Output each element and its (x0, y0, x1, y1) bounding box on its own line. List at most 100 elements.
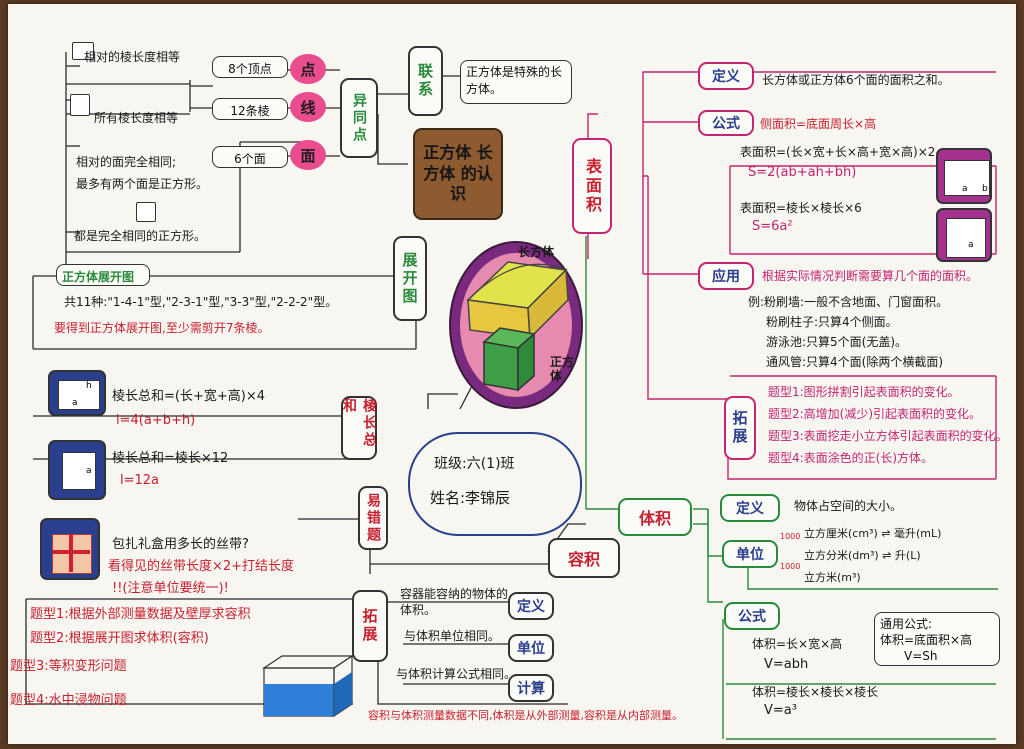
surface-side-formula: 侧面积=底面周长×高 (760, 117, 877, 131)
ext2-t3: 题型3:等积变形问题 (10, 659, 127, 674)
volume-u2: 立方分米(dm³) ⇌ 升(L) (804, 549, 921, 562)
relation-node: 联系 (408, 46, 443, 116)
general-1: 体积=底面积×高 (880, 633, 973, 648)
surface-formula-node: 公式 (698, 110, 754, 136)
faces-box: 6个面 (212, 146, 288, 168)
surface-app: 根据实际情况判断需要算几个面的面积。 (762, 269, 979, 283)
water-tank-icon (262, 654, 354, 718)
edge-sum-f1b: l=4(a+b+h) (116, 413, 196, 428)
surface-f2: 表面积=棱长×棱长×6 (740, 201, 862, 215)
icon-h-label: h (86, 381, 92, 391)
mistake-line3: !!(注意单位要统一)! (112, 581, 229, 596)
vertices-box: 8个顶点 (212, 56, 288, 78)
icon-a-label-2: a (86, 466, 92, 476)
icon-a-label: a (72, 398, 78, 408)
volume-f2: 体积=棱长×棱长×棱长 (752, 685, 879, 699)
ext1-t4: 题型4:表面涂色的正(长)方体。 (768, 451, 934, 465)
face-note-1: 相对的面完全相同; (76, 155, 177, 169)
cube-label: 正方体 (550, 355, 575, 383)
student-cloud (408, 432, 582, 536)
capacity-def-node: 定义 (508, 592, 554, 620)
net-node: 展开图 (393, 236, 427, 321)
surface-app-node: 应用 (698, 262, 754, 290)
capacity-calc-node: 计算 (508, 674, 554, 702)
volume-node: 体积 (618, 498, 692, 536)
face-note-2: 最多有两个面是正方形。 (76, 177, 209, 191)
surface-node: 表面积 (572, 138, 612, 234)
general-formula-box: 通用公式: 体积=底面积×高 V=Sh (874, 612, 1000, 666)
mistake-line1: 包扎礼盒用多长的丝带? (112, 537, 249, 552)
surface-cuboid-icon: a b (936, 148, 992, 204)
capacity-calc: 与体积计算公式相同。 (396, 667, 517, 681)
surface-ex3: 通风管:只算4个面(除两个横截面) (766, 355, 944, 369)
surface-ex2: 游泳池:只算5个面(无盖)。 (766, 335, 908, 349)
net-title: 正方体展开图 (56, 264, 150, 286)
volume-f2b: V=a³ (764, 703, 797, 718)
net-types: 共11种:"1-4-1"型,"2-3-1"型,"3-3"型,"2-2-2"型。 (64, 295, 338, 309)
volume-unit-node: 单位 (722, 540, 778, 568)
student-class: 班级:六(1)班 (434, 456, 515, 472)
surface-f1: 表面积=(长×宽+长×高+宽×高)×2 (740, 145, 936, 159)
cuboid-label: 长方体 (518, 245, 555, 259)
unit-rate-1: 1000 (780, 532, 801, 541)
similar-diff-node: 异同点 (340, 78, 378, 158)
volume-formula-node: 公式 (724, 602, 780, 630)
edge-sum-f1: 棱长总和=(长+宽+高)×4 (112, 389, 265, 404)
edge-sum-f2: 棱长总和=棱长×12 (112, 451, 229, 466)
cuboid-cube-illustration (449, 241, 583, 409)
cube-icon (70, 94, 90, 116)
ext1-t2: 题型2:高增加(减少)引起表面积的变化。 (768, 407, 982, 421)
mistake-node: 易错题 (358, 486, 388, 550)
surface-def: 长方体或正方体6个面的面积之和。 (762, 73, 950, 87)
center-title: 正方体 长方体 的认识 (413, 128, 503, 220)
edge-note-1: 相对的棱长度相等 (84, 50, 181, 64)
edges-box: 12条棱 (212, 98, 288, 120)
capacity-unit: 与体积单位相同。 (404, 629, 501, 643)
face-circle: 面 (290, 140, 326, 170)
surf-icon-b: b (982, 184, 988, 194)
cuboid-edge-icon: h a (48, 370, 106, 416)
cuboid-icon (72, 42, 94, 60)
general-2: V=Sh (904, 649, 938, 664)
capacity-def2: 体积。 (400, 603, 437, 617)
surface-ex1: 粉刷柱子:只算4个侧面。 (766, 315, 898, 329)
capacity-ext-node: 拓展 (352, 590, 388, 662)
surface-ex0: 例:粉刷墙:一般不含地面、门窗面积。 (748, 295, 949, 309)
surf-icon-a: a (962, 184, 968, 194)
mind-map-paper: 相对的棱长度相等 所有棱长度相等 相对的面完全相同; 最多有两个面是正方形。 都… (8, 4, 1016, 744)
gift-box-icon (40, 518, 100, 580)
cube-edge-icon: a (48, 440, 106, 500)
ext2-t4: 题型4:水中浸物问题 (10, 693, 127, 708)
ext1-t1: 题型1:图形拼割引起表面积的变化。 (768, 385, 960, 399)
ext2-t2: 题型2:根据展开图求体积(容积) (30, 631, 209, 646)
volume-def-node: 定义 (720, 494, 780, 522)
volume-f1b: V=abh (764, 657, 809, 672)
volume-f1: 体积=长×宽×高 (752, 637, 843, 651)
face-note-3: 都是完全相同的正方形。 (74, 229, 207, 243)
volume-def: 物体占空间的大小。 (794, 499, 903, 513)
capacity-def1: 容器能容纳的物体的 (400, 587, 509, 601)
surface-def-node: 定义 (698, 62, 754, 90)
volume-u3: 立方米(m³) (804, 571, 861, 584)
volume-u1: 立方厘米(cm³) ⇌ 毫升(mL) (804, 527, 942, 540)
unit-rate-2: 1000 (780, 562, 801, 571)
capacity-diff: 容积与体积测量数据不同,体积是从外部测量,容积是从内部测量。 (368, 709, 683, 722)
surface-f1b: S=2(ab+ah+bh) (748, 165, 857, 180)
student-name: 姓名:李锦辰 (430, 489, 511, 507)
edge-note-2: 所有棱长度相等 (94, 111, 179, 125)
relation-text: 正方体是特殊的长方体。 (460, 60, 572, 104)
edge-sum-f2b: l=12a (120, 473, 160, 488)
ext1-t3: 题型3:表面挖走小立方体引起表面积的变化。 (768, 429, 1008, 443)
line-circle: 线 (290, 92, 326, 122)
general-title: 通用公式: (880, 617, 933, 631)
surface-ext-node: 拓展 (724, 396, 756, 460)
capacity-unit-node: 单位 (508, 634, 554, 662)
point-circle: 点 (290, 54, 326, 84)
capacity-node: 容积 (548, 538, 620, 578)
surface-cube-icon: a (936, 208, 992, 262)
surf-icon-a-2: a (968, 240, 974, 250)
edge-sum-node: 棱长总和 (341, 396, 377, 460)
ext2-t1: 题型1:根据外部测量数据及壁厚求容积 (30, 607, 251, 622)
mistake-line2: 看得见的丝带长度×2+打结长度 (108, 559, 295, 574)
surface-f2b: S=6a² (752, 219, 793, 234)
